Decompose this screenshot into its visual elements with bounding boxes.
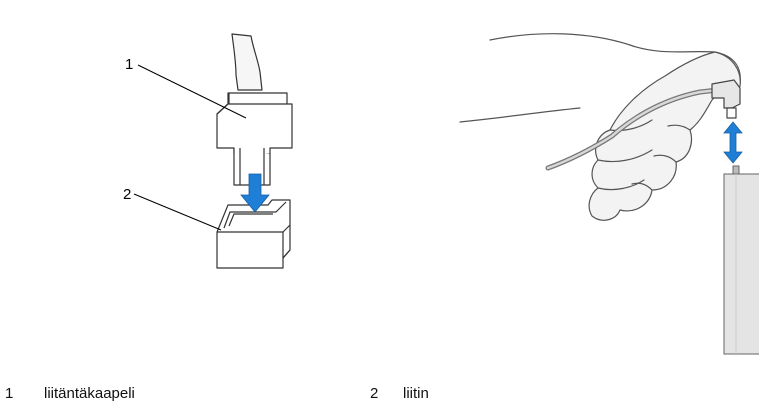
callout-number-2: 2: [123, 186, 131, 203]
legend-number-1: 1: [5, 385, 14, 402]
connect-double-arrow: [723, 121, 743, 164]
ribbon-cable: [231, 33, 263, 91]
legend-label-1: liitäntäkaapeli: [44, 385, 135, 402]
callout-leader-1: [137, 64, 247, 119]
right-angle-plug: [711, 79, 741, 109]
cable-and-connector-drawing: [216, 33, 293, 269]
cable-plug: [216, 92, 293, 155]
legend-label-2: liitin: [403, 385, 429, 402]
callout-number-1: 1: [125, 56, 133, 73]
legend-number-2: 2: [370, 385, 379, 402]
legend: 1 liitäntäkaapeli 2 liitin: [0, 385, 759, 411]
insert-down-arrow: [240, 173, 270, 213]
hand-with-cable-drawing: [459, 33, 741, 221]
drive-panel: [723, 165, 759, 355]
callout-leader-2: [133, 193, 222, 231]
